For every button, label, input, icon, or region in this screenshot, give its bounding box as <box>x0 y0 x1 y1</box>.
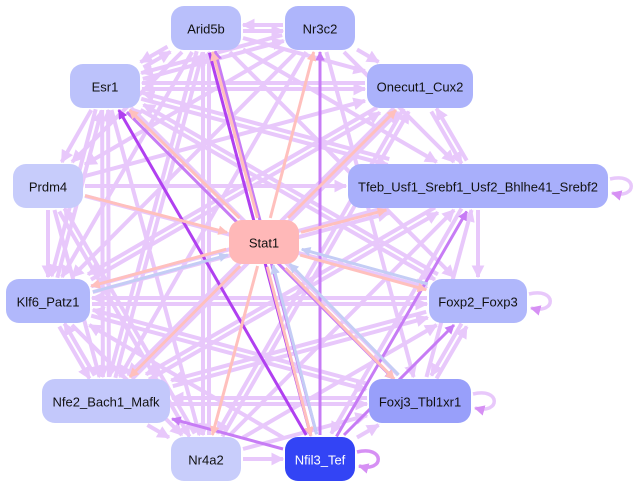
node-box[interactable] <box>367 64 473 108</box>
node-box[interactable] <box>171 437 241 481</box>
edge-tfeb-to-esr1 <box>141 89 390 162</box>
node-nfil3-tef[interactable]: Nfil3_Tef <box>285 437 355 481</box>
node-esr1[interactable]: Esr1 <box>70 64 140 108</box>
node-label: Arid5b <box>187 22 225 37</box>
edge-foxp2_foxp3-to-esr1 <box>142 102 439 277</box>
edge-arid5b-to-esr1 <box>139 44 169 64</box>
edge-esr1-to-prdm4 <box>59 109 94 164</box>
edge-nfe2_bach1_mafk-to-nr4a2 <box>146 423 171 440</box>
edge-nr3c2-to-nfe2_bach1_mafk <box>118 51 308 379</box>
node-label: Stat1 <box>249 236 279 251</box>
edge-nfe2_bach1_mafk-to-esr1 <box>101 108 115 378</box>
edge-stat1-to-foxp2_foxp3 <box>299 253 428 293</box>
edge-onecut1_cux2-to-klf6_patz1 <box>86 105 379 277</box>
edge-stat1-to-nfil3_tef <box>265 266 314 437</box>
edge-esr1-to-foxp2_foxp3 <box>139 108 437 282</box>
node-nfe2-bach1-mafk[interactable]: Nfe2_Bach1_Mafk <box>42 379 170 423</box>
edge-stat1-to-onecut1_cux2 <box>286 108 398 220</box>
edge-nfil3_tef-to-nfe2_bach1_mafk <box>171 416 284 451</box>
edge-nr3c2-to-onecut1_cux2 <box>355 47 380 64</box>
edge-stat1-to-nr4a2 <box>209 265 260 436</box>
edge-nfil3_tef-to-klf6_patz1 <box>88 323 285 440</box>
edge-prdm4-to-onecut1_cux2 <box>84 97 367 179</box>
node-box[interactable] <box>70 64 140 108</box>
node-box[interactable] <box>429 279 527 323</box>
edge-stat1-to-esr1 <box>128 108 241 220</box>
node-box[interactable] <box>42 379 170 423</box>
node-box[interactable] <box>171 6 241 50</box>
node-stat1[interactable]: Stat1 <box>229 220 299 264</box>
edge-tfeb-to-nfe2_bach1_mafk <box>144 205 437 377</box>
node-box[interactable] <box>6 279 90 323</box>
edge-nfil3_tef-to-esr1 <box>117 109 308 436</box>
node-label: Klf6_Patz1 <box>17 295 80 310</box>
self-loop-nfil3_tef <box>356 449 380 474</box>
edge-nfil3_tef-to-stat1 <box>270 264 319 435</box>
self-loop-tfeb <box>609 176 633 201</box>
edge-tfeb-to-onecut1_cux2 <box>434 107 469 162</box>
edge-stat1-to-arid5b <box>210 51 259 219</box>
edge-esr1-to-nfe2_bach1_mafk <box>96 109 110 379</box>
self-loop-foxj3_tbl1xr1 <box>472 391 496 416</box>
edge-foxj3_tbl1xr1-to-stat1 <box>288 262 400 376</box>
edge-foxj3_tbl1xr1-to-foxp2_foxp3 <box>434 325 469 380</box>
edge-stat1-to-nr3c2 <box>268 51 317 219</box>
node-box[interactable] <box>13 164 83 208</box>
node-tfeb[interactable]: Tfeb_Usf1_Srebf1_Usf2_Bhlhe41_Srebf2 <box>348 164 608 208</box>
edge-klf6_patz1-to-nfe2_bach1_mafk <box>57 325 92 380</box>
edge-nfil3_tef-to-tfeb <box>335 210 468 438</box>
node-label: Nfe2_Bach1_Mafk <box>53 395 160 410</box>
edge-nfil3_tef-to-foxj3_tbl1xr1 <box>355 423 380 440</box>
edge-foxp2_foxp3-to-nfe2_bach1_mafk <box>169 309 427 384</box>
node-label: Nr4a2 <box>188 453 223 468</box>
edge-foxp2_foxp3-to-stat1 <box>300 246 429 286</box>
node-box[interactable] <box>285 6 355 50</box>
node-nr3c2[interactable]: Nr3c2 <box>285 6 355 50</box>
node-box[interactable] <box>369 379 471 423</box>
node-klf6-patz1[interactable]: Klf6_Patz1 <box>6 279 90 323</box>
edge-nfe2_bach1_mafk-to-klf6_patz1 <box>62 322 97 377</box>
node-label: Foxj3_Tbl1xr1 <box>379 395 461 410</box>
node-onecut1-cux2[interactable]: Onecut1_Cux2 <box>367 64 473 108</box>
node-label: Nr3c2 <box>303 22 338 37</box>
node-nr4a2[interactable]: Nr4a2 <box>171 437 241 481</box>
node-label: Onecut1_Cux2 <box>377 80 464 95</box>
node-label: Foxp2_Foxp3 <box>438 295 518 310</box>
edge-onecut1_cux2-to-nr4a2 <box>215 107 406 435</box>
node-box[interactable] <box>348 164 608 208</box>
node-foxj3-tbl1xr1[interactable]: Foxj3_Tbl1xr1 <box>369 379 471 423</box>
edge-nfe2_bach1_mafk-to-foxp2_foxp3 <box>172 314 430 389</box>
node-label: Nfil3_Tef <box>295 453 346 468</box>
edge-stat1-to-nfe2_bach1_mafk <box>128 264 242 379</box>
node-label: Tfeb_Usf1_Srebf1_Usf2_Bhlhe41_Srebf2 <box>358 180 598 195</box>
edge-stat1-to-klf6_patz1 <box>90 247 227 289</box>
node-label: Esr1 <box>92 80 119 95</box>
node-box[interactable] <box>229 220 299 264</box>
edge-foxj3_tbl1xr1-to-klf6_patz1 <box>91 306 369 386</box>
node-arid5b[interactable]: Arid5b <box>171 6 241 50</box>
node-foxp2-foxp3[interactable]: Foxp2_Foxp3 <box>429 279 527 323</box>
edge-prdm4-to-stat1 <box>84 194 228 235</box>
edge-klf6_patz1-to-onecut1_cux2 <box>89 110 382 282</box>
edge-klf6_patz1-to-stat1 <box>92 252 229 294</box>
edge-nr3c2-to-prdm4 <box>83 47 285 167</box>
node-box[interactable] <box>285 437 355 481</box>
edge-stat1-to-foxj3_tbl1xr1 <box>284 267 396 381</box>
node-prdm4[interactable]: Prdm4 <box>13 164 83 208</box>
self-loops-layer <box>356 176 633 474</box>
edge-stat1-to-tfeb <box>300 207 388 234</box>
self-loop-foxp2_foxp3 <box>528 291 552 316</box>
node-label: Prdm4 <box>29 180 67 195</box>
